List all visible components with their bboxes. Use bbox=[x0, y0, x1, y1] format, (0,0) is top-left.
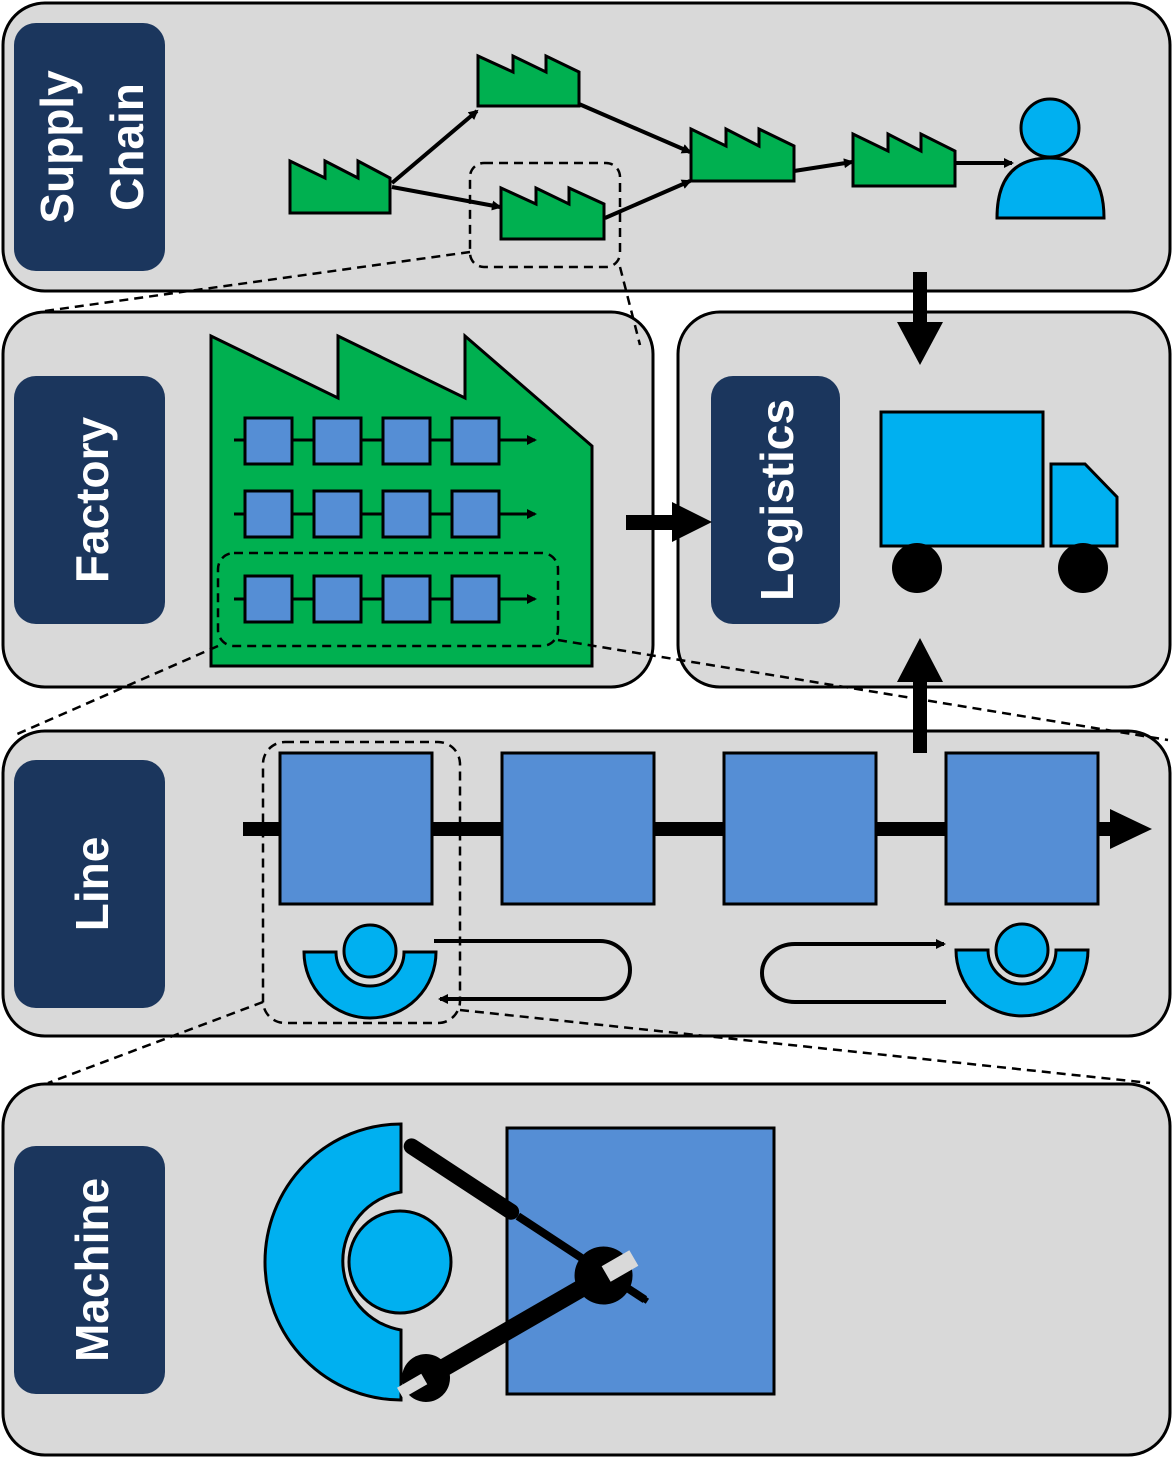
supply-chain-label-line1: Supply bbox=[31, 70, 83, 224]
machine-label: Machine bbox=[14, 1146, 165, 1394]
zoom-box bbox=[261, 740, 462, 1025]
machine-icon bbox=[450, 489, 501, 539]
machine-icon bbox=[312, 416, 363, 466]
worker-loop-arrow bbox=[434, 939, 632, 1004]
logistics-label: Logistics bbox=[711, 376, 840, 624]
production-line-row bbox=[234, 489, 537, 539]
wrench-icon bbox=[397, 1246, 639, 1402]
production-line-row bbox=[234, 574, 537, 624]
machine-icon bbox=[312, 489, 363, 539]
supply-chain-panel bbox=[1, 1, 1172, 293]
machine-icon bbox=[381, 574, 432, 624]
logistics-label-text: Logistics bbox=[751, 399, 803, 601]
supply-arrow bbox=[604, 179, 692, 220]
worker-icon bbox=[954, 922, 1090, 1018]
machine-icon bbox=[381, 489, 432, 539]
zoom-box bbox=[216, 551, 560, 648]
worker-icon bbox=[263, 1122, 453, 1402]
zoom-line bbox=[44, 250, 471, 313]
supply-arrow bbox=[390, 109, 479, 185]
machine-icon bbox=[243, 574, 294, 624]
factory-icon bbox=[689, 126, 796, 183]
machine-icon bbox=[243, 489, 294, 539]
machine-icon bbox=[500, 751, 656, 906]
factory-icon bbox=[851, 131, 957, 188]
zoom-box bbox=[468, 161, 622, 269]
factory-icon bbox=[476, 53, 581, 108]
truck-icon bbox=[879, 410, 1119, 593]
machine-icon bbox=[722, 751, 878, 906]
factory-icon bbox=[288, 158, 392, 215]
up-arrow bbox=[897, 638, 943, 753]
machine-icon bbox=[505, 1126, 776, 1396]
machine-icon bbox=[312, 574, 363, 624]
zoom-line bbox=[47, 1000, 264, 1085]
supply-chain-label-line2: Chain bbox=[101, 83, 153, 211]
machine-icon bbox=[381, 416, 432, 466]
factory-label-text: Factory bbox=[66, 417, 118, 584]
down-arrow bbox=[897, 272, 943, 365]
zoom-line bbox=[618, 266, 642, 346]
supply-arrow bbox=[578, 102, 692, 154]
machine-icon bbox=[450, 574, 501, 624]
customer-icon bbox=[995, 97, 1106, 220]
supply-chain-label: Supply Chain bbox=[14, 23, 165, 271]
worker-icon bbox=[302, 923, 438, 1020]
line-label: Line bbox=[14, 760, 165, 1008]
zoom-line bbox=[14, 644, 219, 737]
machine-label-text: Machine bbox=[66, 1178, 118, 1362]
machine-icon bbox=[243, 416, 294, 466]
factory-label: Factory bbox=[14, 376, 165, 624]
zoom-line bbox=[557, 638, 1169, 742]
supply-arrow bbox=[793, 158, 854, 173]
right-arrow bbox=[626, 502, 712, 542]
factory-icon bbox=[499, 185, 606, 241]
production-line-row bbox=[234, 416, 537, 466]
machine-icon bbox=[944, 751, 1100, 906]
worker-loop-arrow bbox=[760, 939, 946, 1004]
machine-icon bbox=[278, 751, 434, 906]
machine-icon bbox=[450, 416, 501, 466]
supply-arrow bbox=[391, 185, 502, 211]
line-label-text: Line bbox=[66, 837, 118, 932]
zoom-line bbox=[459, 1008, 1151, 1085]
